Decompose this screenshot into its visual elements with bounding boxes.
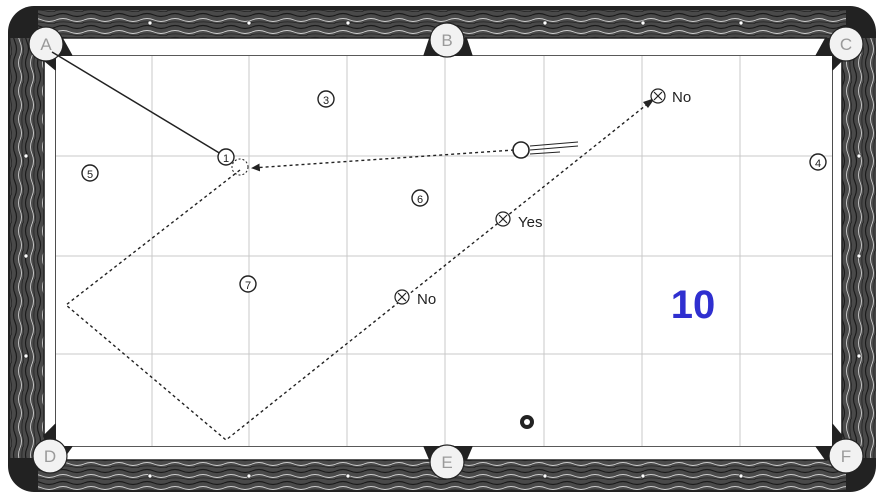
ball-number: 6 [417, 194, 423, 206]
ball-6: 6 [412, 190, 428, 206]
pocket-label: F [841, 447, 851, 466]
cue-ball [513, 142, 529, 158]
pocket-label: B [441, 31, 452, 50]
right-rail [842, 38, 876, 458]
ball-number: 1 [223, 153, 229, 165]
eight-ball [520, 415, 534, 429]
cloth [56, 56, 832, 446]
ball-number: 7 [245, 280, 251, 292]
pocket-label: E [441, 453, 452, 472]
marker-no-top: No [651, 89, 691, 106]
pocket-label: A [40, 35, 52, 54]
pocket-f: F [829, 439, 863, 473]
pocket-c: C [829, 27, 863, 61]
pocket-label: D [44, 447, 56, 466]
pocket-e: E [430, 445, 464, 479]
drill-number: 10 [671, 283, 716, 327]
ball-3: 3 [318, 91, 334, 107]
ball-7: 7 [240, 276, 256, 292]
ball-number: 5 [87, 169, 93, 181]
pocket-label: C [840, 35, 852, 54]
ball-number: 4 [815, 158, 821, 170]
pocket-b: B [430, 23, 464, 57]
ball-number: 3 [323, 95, 329, 107]
pocket-d: D [33, 439, 67, 473]
ball-4: 4 [810, 154, 826, 170]
marker-label: No [672, 89, 691, 106]
ball-5: 5 [82, 165, 98, 181]
ball-1: 1 [218, 149, 234, 165]
marker-label: No [417, 291, 436, 308]
marker-label: Yes [518, 214, 542, 231]
left-rail [10, 38, 44, 458]
